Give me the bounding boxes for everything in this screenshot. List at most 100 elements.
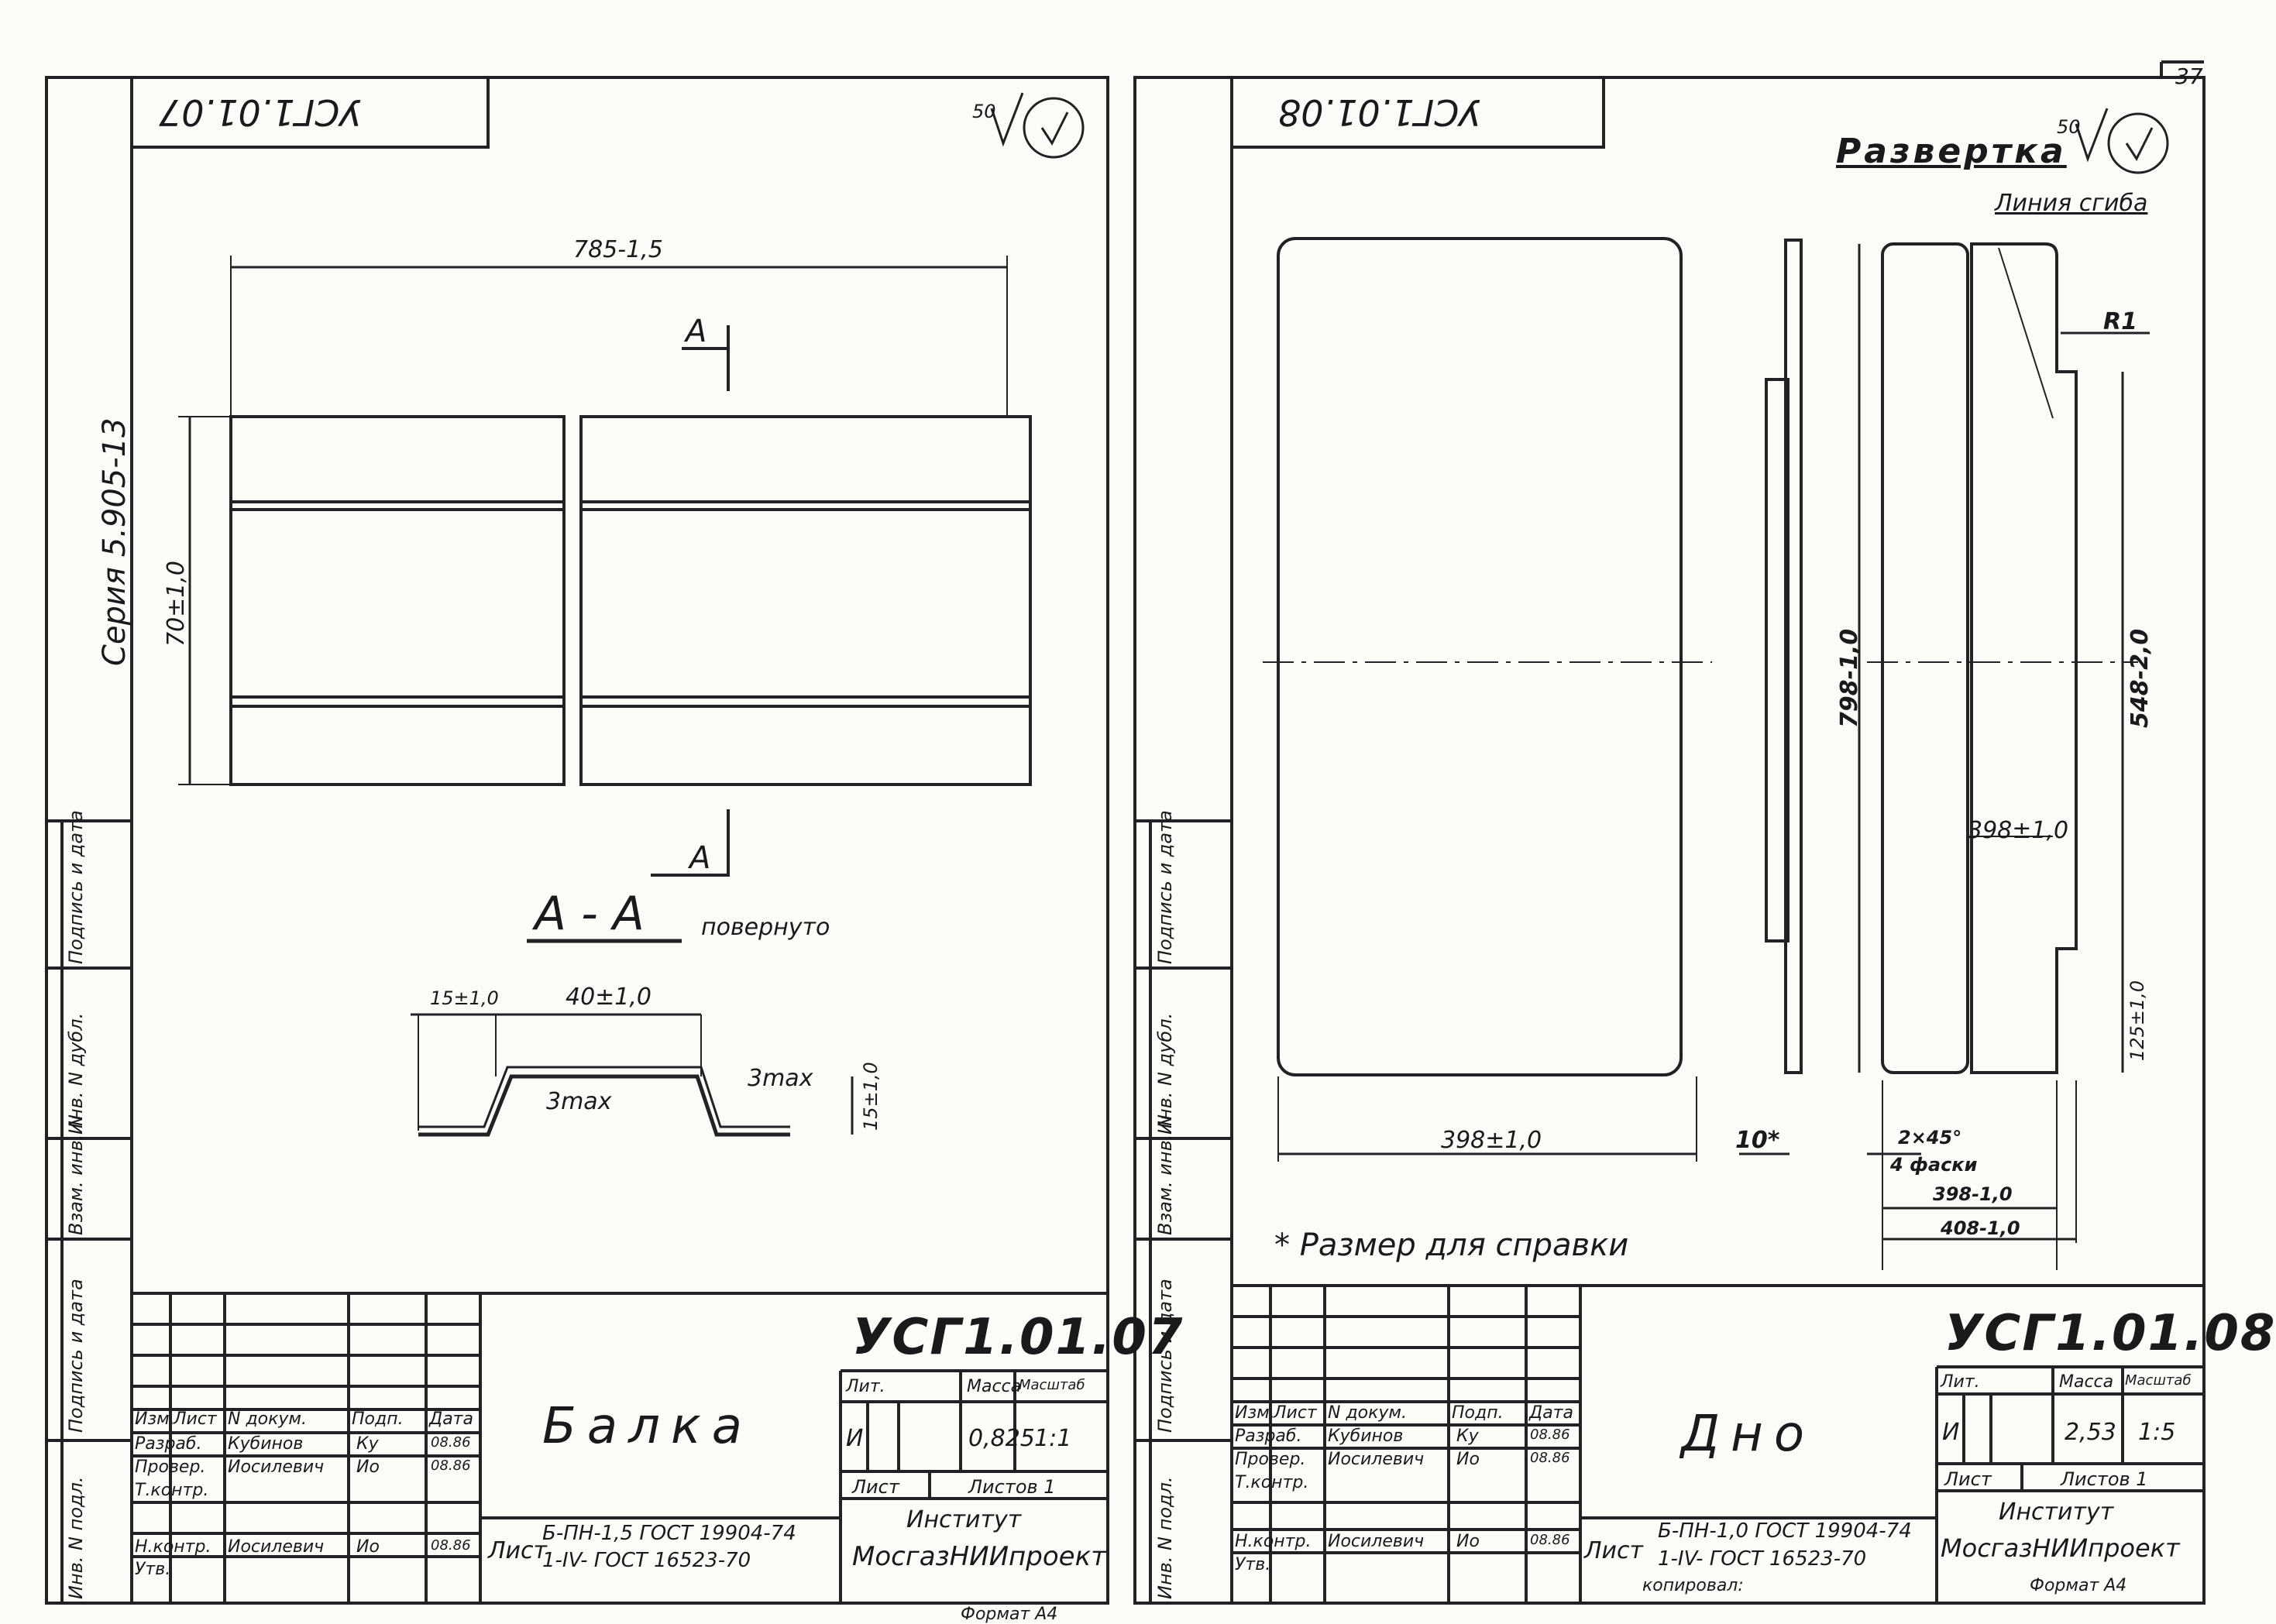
- right-material-1: Б-ПН-1,0 ГОСТ 19904-74: [1658, 1519, 1912, 1543]
- page-number: 37: [2175, 64, 2203, 89]
- right-hdr-data: Дата: [1529, 1403, 1573, 1423]
- right-roughness-value: 50: [2057, 116, 2081, 138]
- right-role-4: Утв.: [1235, 1555, 1271, 1574]
- section-title: А - А: [535, 887, 645, 941]
- series-label: Серия 5.905-13: [97, 417, 132, 666]
- right-lit-value: И: [1942, 1419, 1960, 1446]
- right-mass-value: 2,53: [2065, 1419, 2116, 1446]
- right-side-label-3: Инв. N дубл.: [1154, 1012, 1176, 1135]
- left-corner-code-box: [132, 76, 490, 149]
- right-sign-3: Ио: [1456, 1532, 1480, 1551]
- section-mark-top: А: [686, 314, 707, 349]
- right-date-3: 08.86: [1530, 1532, 1570, 1548]
- left-side-label-4: Подпись и дата: [65, 810, 87, 964]
- left-hdr-izm: Изм.: [135, 1409, 175, 1429]
- roughness-mark-right: [2075, 108, 2109, 163]
- left-format: Формат А4: [961, 1605, 1058, 1624]
- right-sign-0: Ку: [1456, 1427, 1479, 1446]
- right-col-lit: Лит.: [1941, 1372, 1980, 1392]
- left-part-name: Балка: [542, 1398, 753, 1455]
- left-name-1: Иосилевич: [228, 1457, 325, 1477]
- right-sign-1: Ио: [1456, 1450, 1480, 1469]
- left-sheet-border: [45, 76, 1109, 1605]
- left-sheets-label: Листов 1: [968, 1476, 1056, 1498]
- right-doc-code: УСГ1.01.08: [1944, 1305, 2276, 1362]
- bend-line-label: Линия сгиба: [1995, 190, 2148, 217]
- right-name-0: Кубинов: [1328, 1427, 1404, 1446]
- right-material-prefix: Лист: [1584, 1537, 1644, 1564]
- balka-panel-left: [229, 415, 566, 786]
- right-hdr-dok: N докум.: [1328, 1403, 1408, 1423]
- right-role-3: Н.контр.: [1235, 1532, 1312, 1551]
- dim-width: 785-1,5: [573, 236, 663, 263]
- left-hdr-podp: Подп.: [352, 1409, 404, 1429]
- dim-w-inner: 398±1,0: [1968, 817, 2069, 844]
- right-role-0: Разраб.: [1235, 1427, 1302, 1446]
- section-note: повернуто: [701, 914, 830, 941]
- left-sign-1: Ио: [356, 1457, 380, 1477]
- dim-chamfer-note: 4 фаски: [1890, 1154, 1978, 1176]
- left-name-0: Кубинов: [228, 1434, 304, 1454]
- left-sheet-label: Лист: [852, 1476, 899, 1498]
- roughness-mark-left: [990, 92, 1024, 147]
- left-scale-value: 1:1: [1034, 1425, 1072, 1452]
- left-role-4: Утв.: [135, 1560, 171, 1579]
- right-copied: копировал:: [1642, 1576, 1744, 1595]
- right-title-block-frame: [1230, 1284, 2206, 1605]
- right-scale-value: 1:5: [2138, 1419, 2176, 1446]
- left-role-2: Т.контр.: [135, 1481, 209, 1500]
- dim-w-408: 408-1,0: [1941, 1217, 2020, 1239]
- dim-len-inner: 548-2,0: [2126, 628, 2154, 728]
- right-institute-2: МосгазНИИпроект: [1941, 1533, 2180, 1563]
- left-material-prefix: Лист: [488, 1537, 548, 1564]
- right-col-scale: Масштаб: [2125, 1372, 2192, 1389]
- balka-panel-right: [579, 415, 1032, 786]
- left-hdr-list: Лист: [174, 1409, 217, 1429]
- right-hdr-list: Лист: [1274, 1403, 1317, 1423]
- left-side-label-1: Подпись и дата: [65, 1279, 87, 1433]
- dim-chamfer: 2×45°: [1898, 1127, 1962, 1148]
- left-col-mass: Масса: [967, 1377, 1022, 1396]
- dim-radius-b: 3max: [748, 1065, 813, 1092]
- right-hdr-izm: Изм.: [1235, 1403, 1275, 1423]
- right-corner-code-box: [1232, 76, 1605, 149]
- left-hdr-dok: N докум.: [228, 1409, 308, 1429]
- dim-height: 70±1,0: [163, 560, 190, 647]
- left-date-0: 08.86: [431, 1434, 471, 1451]
- footnote: * Размер для справки: [1274, 1227, 1629, 1263]
- dim-end-len: 125±1,0: [2126, 980, 2148, 1061]
- left-corner-code: УСГ1.01.07: [159, 91, 362, 133]
- right-hdr-podp: Подп.: [1452, 1403, 1504, 1423]
- right-role-1: Провер.: [1235, 1450, 1306, 1469]
- right-format: Формат А4: [2030, 1576, 2127, 1595]
- left-date-3: 08.86: [431, 1537, 471, 1554]
- right-material-2: 1-IV- ГОСТ 16523-70: [1658, 1547, 1867, 1571]
- left-col-scale: Масштаб: [1019, 1377, 1085, 1393]
- left-doc-code: УСГ1.01.07: [852, 1309, 1184, 1366]
- dno-plate: [1277, 237, 1683, 1076]
- dim-w-398: 398-1,0: [1933, 1183, 2013, 1205]
- dim-len-main: 798-1,0: [1836, 628, 1863, 728]
- right-sheets-label: Листов 1: [2061, 1468, 2148, 1490]
- left-side-label-0: Инв. N подл.: [65, 1476, 87, 1599]
- left-mass-value: 0,825: [968, 1425, 1035, 1452]
- left-col-lit: Лит.: [846, 1377, 885, 1396]
- right-role-2: Т.контр.: [1235, 1473, 1309, 1492]
- left-material-1: Б-ПН-1,5 ГОСТ 19904-74: [542, 1522, 796, 1545]
- left-role-3: Н.контр.: [135, 1537, 211, 1557]
- right-side-label-4: Подпись и дата: [1154, 810, 1176, 964]
- dim-web: 40±1,0: [566, 984, 652, 1011]
- left-sign-3: Ио: [356, 1537, 380, 1557]
- right-date-1: 08.86: [1530, 1450, 1570, 1466]
- right-col-mass: Масса: [2059, 1372, 2114, 1392]
- left-material-2: 1-IV- ГОСТ 16523-70: [542, 1549, 751, 1572]
- right-corner-code: УСГ1.01.08: [1278, 91, 1481, 133]
- left-sign-0: Ку: [356, 1434, 379, 1454]
- section-mark-bottom: А: [689, 840, 711, 876]
- right-part-name: Дно: [1681, 1406, 1815, 1463]
- left-name-3: Иосилевич: [228, 1537, 325, 1557]
- razvertka-right: [1970, 242, 2078, 1074]
- dim-flange: 15±1,0: [430, 987, 499, 1009]
- right-name-3: Иосилевич: [1328, 1532, 1425, 1551]
